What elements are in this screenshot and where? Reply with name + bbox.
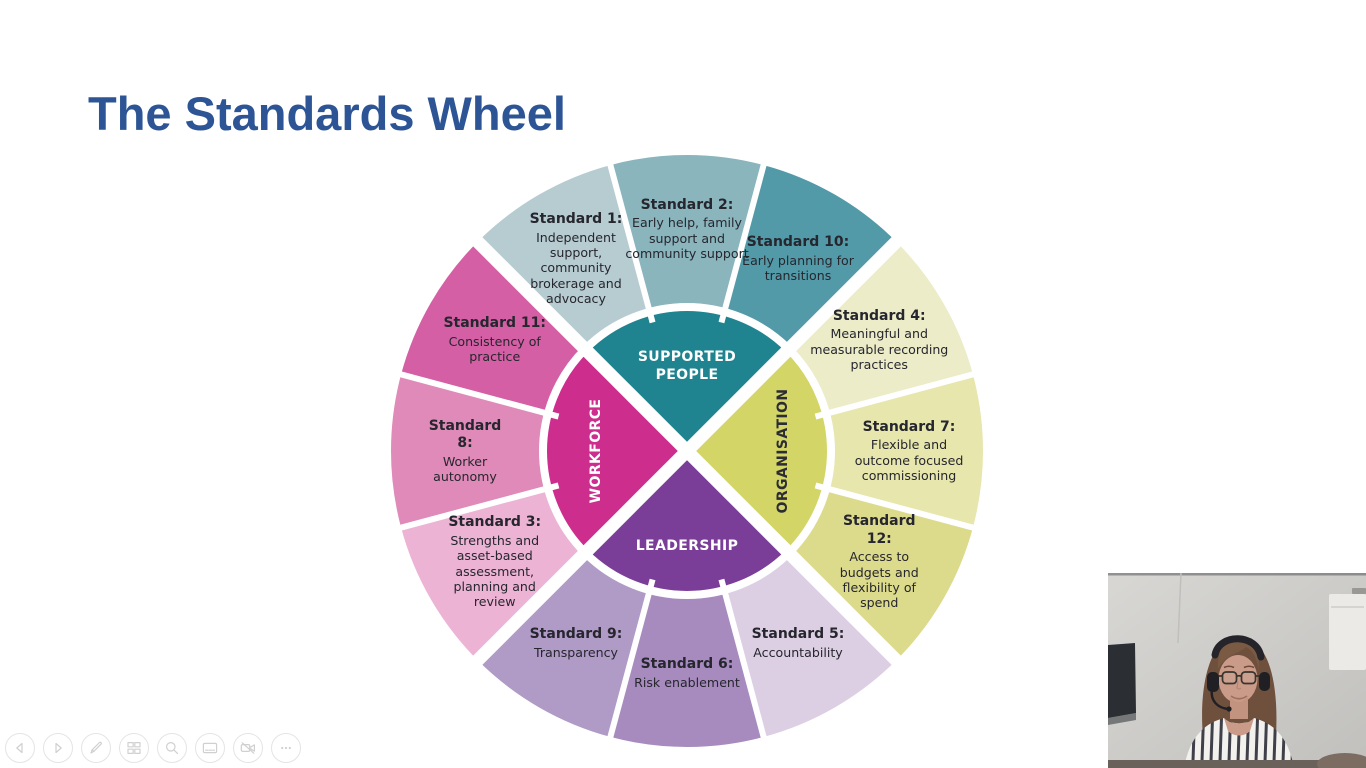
segment-label-standard-1: Standard 1:Independent support, communit… bbox=[529, 211, 623, 307]
segment-divider bbox=[604, 578, 656, 750]
segment-label-standard-12: Standard 12:Access to budgets and flexib… bbox=[839, 513, 919, 611]
headset-mic-tip bbox=[1226, 706, 1232, 712]
segment-label-standard-6: Standard 6:Risk enablement bbox=[634, 656, 740, 690]
wheel-segment-standard-6 bbox=[610, 587, 764, 747]
segment-label-standard-3: Standard 3:Strengths and asset-based ass… bbox=[448, 514, 542, 610]
segment-divider bbox=[718, 578, 770, 750]
segment-label-standard-8: Standard 8:Worker autonomy bbox=[428, 417, 502, 484]
wheel-segment-standard-5 bbox=[723, 550, 897, 737]
collar-opening bbox=[1224, 718, 1254, 736]
see-all-slides-button[interactable] bbox=[119, 733, 149, 763]
quadrant-divider bbox=[460, 446, 692, 678]
segment-label-standard-11: Standard 11:Consistency of practice bbox=[443, 315, 546, 365]
quadrant-label-workforce: WORKFORCE bbox=[587, 398, 604, 504]
segment-label-standard-2: Standard 2:Early help, family support an… bbox=[625, 196, 749, 261]
presenter-webcam-overlay bbox=[1108, 573, 1366, 768]
pen-icon bbox=[90, 741, 102, 754]
quadrant-label-supported-people: SUPPORTED PEOPLE bbox=[637, 348, 737, 383]
headset-earcup-right bbox=[1259, 672, 1270, 691]
eyebrows bbox=[1223, 665, 1255, 669]
ellipsis-icon bbox=[281, 746, 291, 750]
wheel-segment-standard-2 bbox=[610, 155, 764, 315]
wheel-segment-standard-7 bbox=[823, 374, 983, 528]
mouth bbox=[1230, 695, 1248, 700]
magnifier-icon bbox=[166, 742, 179, 755]
segment-label-standard-7: Standard 7:Flexible and outcome focused … bbox=[854, 418, 964, 483]
camera-off-icon bbox=[240, 742, 255, 754]
ring-divider bbox=[539, 303, 835, 599]
wall-corner bbox=[1177, 573, 1182, 644]
wheel-quadrant-workforce bbox=[543, 349, 687, 553]
wheel-segment-standard-10 bbox=[723, 165, 897, 352]
wheel-segment-standard-4 bbox=[786, 241, 973, 415]
previous-arrow-icon bbox=[16, 742, 23, 754]
wheel-quadrant-leadership bbox=[585, 451, 789, 595]
slideshow-toolbar bbox=[5, 733, 301, 763]
headset-earcup bbox=[1207, 672, 1219, 692]
quadrant-divider bbox=[460, 224, 692, 456]
standards-wheel-graphic: Standard 1:Independent support, communit… bbox=[388, 152, 986, 750]
segment-divider bbox=[388, 368, 560, 420]
segment-divider bbox=[814, 368, 986, 420]
chair-back bbox=[1317, 753, 1366, 768]
slide-title: The Standards Wheel bbox=[88, 87, 566, 140]
captions-button[interactable] bbox=[195, 733, 225, 763]
segment-label-standard-5: Standard 5:Accountability bbox=[751, 626, 845, 660]
wheel-quadrant-supported-people bbox=[585, 307, 789, 451]
subtitles-icon bbox=[202, 742, 218, 754]
wheel-segment-standard-3 bbox=[401, 487, 588, 661]
neck bbox=[1230, 697, 1248, 719]
standards-wheel: Standard 1:Independent support, communit… bbox=[388, 152, 986, 750]
all-slides-grid-icon bbox=[127, 741, 141, 754]
radiator-panel bbox=[1329, 588, 1366, 670]
webcam-top-edge bbox=[1108, 573, 1366, 576]
wheel-segment-standard-1 bbox=[477, 165, 651, 352]
quadrant-divider bbox=[682, 224, 914, 456]
webcam-video bbox=[1108, 573, 1366, 768]
wheel-segment-standard-12 bbox=[786, 487, 973, 661]
wheel-segment-standard-9 bbox=[477, 550, 651, 737]
headset-band bbox=[1211, 635, 1265, 661]
quadrant-divider bbox=[682, 446, 914, 678]
desk-edge bbox=[1108, 760, 1366, 768]
nose bbox=[1236, 680, 1242, 690]
hair-fringe bbox=[1217, 639, 1260, 670]
wheel-segment-standard-8 bbox=[391, 374, 551, 528]
quadrant-label-organisation: ORGANISATION bbox=[774, 388, 791, 514]
presenter-person bbox=[1184, 635, 1294, 768]
camera-toggle-button[interactable] bbox=[233, 733, 263, 763]
segment-label-standard-10: Standard 10:Early planning for transitio… bbox=[742, 234, 854, 283]
previous-slide-button[interactable] bbox=[5, 733, 35, 763]
segment-label-standard-9: Standard 9:Transparency bbox=[529, 626, 623, 660]
segment-divider bbox=[814, 482, 986, 534]
quadrant-label-leadership: LEADERSHIP bbox=[635, 537, 739, 554]
headset-mic bbox=[1210, 688, 1229, 711]
striped-shirt bbox=[1184, 718, 1294, 768]
next-arrow-icon bbox=[55, 742, 62, 754]
segment-divider bbox=[718, 152, 770, 324]
glasses bbox=[1218, 671, 1260, 685]
wheel-segment-standard-11 bbox=[401, 241, 588, 415]
segment-divider bbox=[388, 482, 560, 534]
wheel-quadrant-organisation bbox=[687, 349, 831, 553]
segment-divider bbox=[604, 152, 656, 324]
zoom-slide-button[interactable] bbox=[157, 733, 187, 763]
tv-screen bbox=[1108, 643, 1136, 725]
next-slide-button[interactable] bbox=[43, 733, 73, 763]
segment-label-standard-4: Standard 4:Meaningful and measurable rec… bbox=[810, 307, 949, 372]
more-options-button[interactable] bbox=[271, 733, 301, 763]
pen-tools-button[interactable] bbox=[81, 733, 111, 763]
